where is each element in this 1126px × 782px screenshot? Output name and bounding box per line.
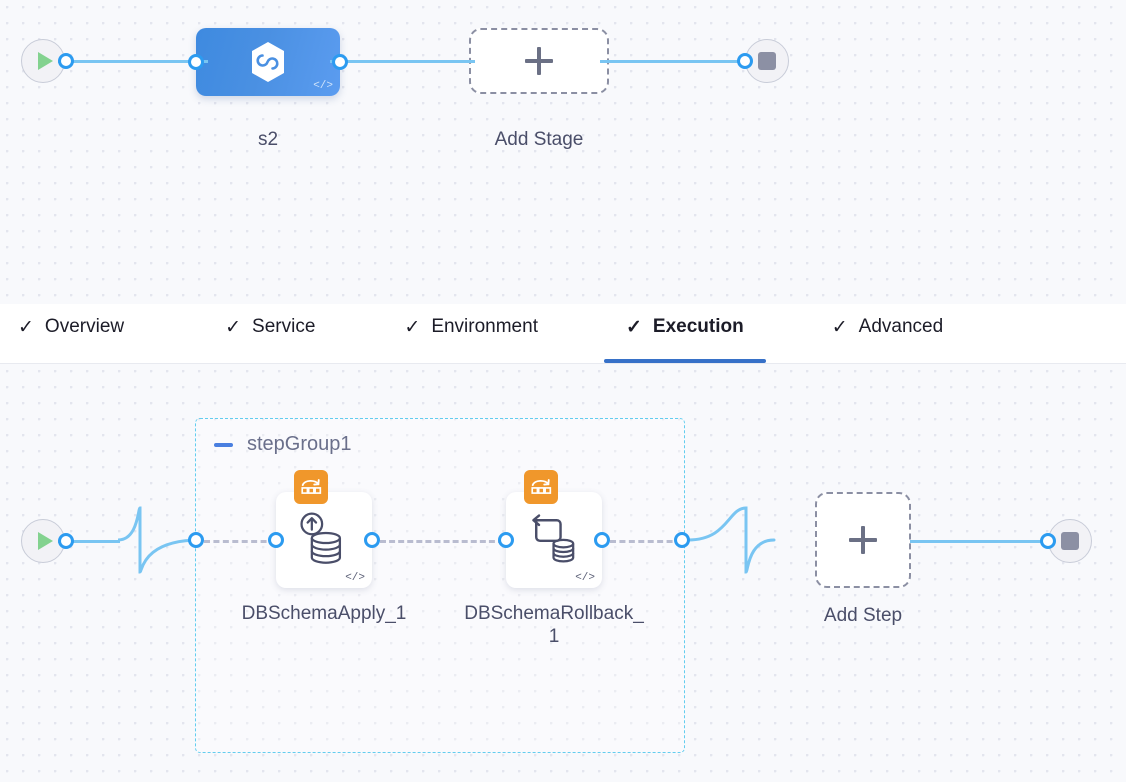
wire-start-to-stage [58,60,208,63]
play-icon [37,52,53,70]
check-icon: ✓ [18,316,34,338]
step2-label: DBSchemaRollback_1 [464,603,644,648]
step-card[interactable]: </> [506,470,602,588]
tab-advanced[interactable]: ✓ Advanced [832,305,943,363]
stage-card[interactable]: </> [196,28,340,96]
add-step-label: Add Step [823,605,903,626]
add-step-button[interactable] [815,492,911,588]
play-icon [37,532,53,550]
execution-start-node[interactable] [21,519,74,563]
execution-start-output-port[interactable] [58,533,74,549]
wire-addstep-to-end [910,540,1050,543]
step-code-icon: </> [345,572,365,584]
harness-cd-hexagon-icon [252,42,284,82]
execution-end-node[interactable] [1040,519,1092,563]
stage-node-s2[interactable]: </> s2 [188,28,348,150]
end-circle [745,39,789,83]
group-entry-curve [118,506,202,574]
step1-output-port[interactable] [364,532,380,548]
db-schema-migration-badge-icon [294,470,328,504]
wire-step1-to-step2 [380,540,504,543]
tab-environment-label: Environment [431,316,538,337]
execution-canvas[interactable]: stepGroup1 [0,364,1126,782]
step-group-output-port[interactable] [674,532,690,548]
step-node-dbschemarollback[interactable]: </> DBSchemaRollback_1 [464,470,644,647]
check-icon: ✓ [625,316,642,338]
start-circle [21,39,65,83]
wire-addstage-to-end [600,60,752,63]
tab-advanced-label: Advanced [858,316,944,337]
step1-label: DBSchemaApply_1 [241,603,407,624]
step2-input-port[interactable] [498,532,514,548]
tab-service-label: Service [252,316,316,337]
database-apply-up-arrow-icon [276,500,372,576]
stop-icon [758,52,776,70]
step-code-icon: </> [575,572,595,584]
pipeline-start-node[interactable] [21,39,74,83]
stage-input-port[interactable] [188,54,204,70]
add-stage-button[interactable] [469,28,609,94]
step1-input-port[interactable] [268,532,284,548]
tab-overview[interactable]: ✓ Overview [18,305,124,363]
pipeline-end-node[interactable] [737,39,789,83]
tab-environment[interactable]: ✓ Environment [404,305,538,363]
check-icon: ✓ [225,316,242,338]
wire-step2-to-group-exit [610,540,682,543]
stage-canvas[interactable]: </> s2 Add Stage [0,0,1126,304]
group-exit-curve [688,506,776,574]
check-icon: ✓ [404,316,421,338]
check-icon: ✓ [831,316,848,338]
add-step-node[interactable]: Add Step [815,492,911,626]
step2-output-port[interactable] [594,532,610,548]
database-rollback-arrow-icon [506,500,602,576]
step-group-label: stepGroup1 [247,433,352,455]
stop-icon [1061,532,1079,550]
wire-stage-to-addstage [330,60,475,63]
step-group-input-port[interactable] [188,532,204,548]
add-stage-label: Add Stage [494,129,584,150]
minus-icon[interactable] [214,442,233,447]
stage-label: s2 [257,129,279,150]
db-schema-migration-badge-icon [524,470,558,504]
execution-end-input-port[interactable] [1040,533,1056,549]
tab-execution[interactable]: ✓ Execution [604,305,766,363]
end-input-port[interactable] [737,53,753,69]
tab-service[interactable]: ✓ Service [225,305,315,363]
plus-icon [525,47,553,75]
step-card[interactable]: </> [276,470,372,588]
tab-execution-label: Execution [652,316,744,337]
wire-group-to-step1 [204,540,276,543]
start-circle [21,519,65,563]
step-group-stepgroup1[interactable]: stepGroup1 [195,418,685,753]
stage-output-port[interactable] [332,54,348,70]
stage-code-icon: </> [313,80,333,92]
step-node-dbschemaapply[interactable]: </> DBSchemaApply_1 [242,470,406,624]
stage-tabs[interactable]: ✓ Overview ✓ Service ✓ Environment ✓ Exe… [0,304,1126,364]
tab-overview-label: Overview [44,316,125,337]
wire-start-segment [58,540,120,543]
start-output-port[interactable] [58,53,74,69]
add-stage-node[interactable]: Add Stage [469,28,609,150]
plus-icon [849,526,877,554]
step-group-header[interactable]: stepGroup1 [214,433,352,456]
